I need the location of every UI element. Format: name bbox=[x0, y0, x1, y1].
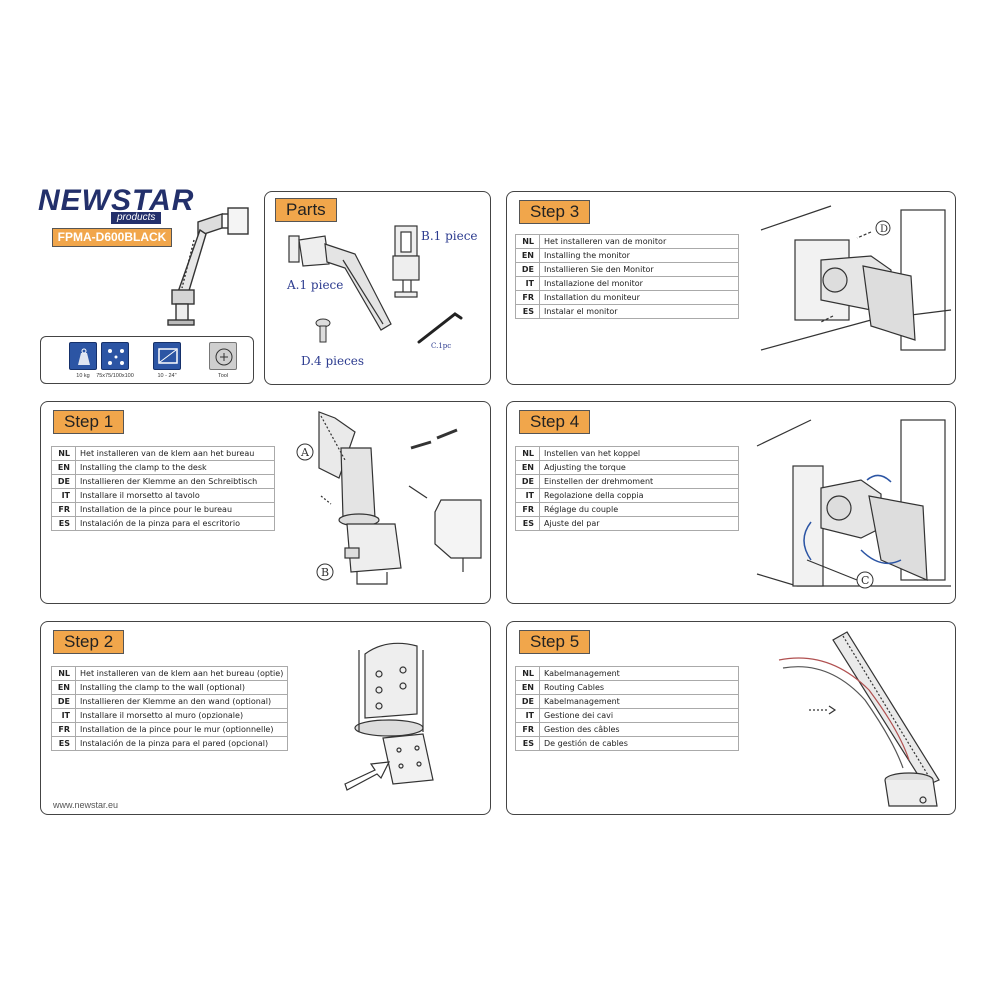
step-5-title: Step 5 bbox=[519, 630, 591, 654]
step-4-illustration: C bbox=[756, 419, 951, 589]
part-d-illustration bbox=[315, 318, 331, 343]
screen-size-icon bbox=[153, 342, 181, 370]
weight-icon bbox=[69, 342, 97, 370]
product-arm-illustration bbox=[167, 207, 249, 326]
part-b-illustration bbox=[392, 225, 420, 298]
part-a-label: A.1 piece bbox=[287, 278, 344, 292]
newstar-logo: NEWSTAR products bbox=[38, 184, 195, 224]
spec-label-tool: Tool bbox=[217, 373, 229, 379]
part-c-illustration bbox=[417, 312, 463, 344]
step-2-title: Step 2 bbox=[53, 630, 125, 654]
step-1-callout-a: A bbox=[300, 446, 310, 459]
logo-wordmark: NEWSTAR bbox=[38, 184, 195, 217]
screwdriver-icon bbox=[209, 342, 237, 370]
step-2-illustration bbox=[344, 642, 434, 791]
logo-subtitle: products bbox=[111, 212, 162, 224]
step-3-title: Step 3 bbox=[519, 200, 591, 224]
part-a-illustration bbox=[288, 235, 392, 331]
parts-panel: Parts A.1 piece B.1 piece C.1pc D.4 piec… bbox=[264, 191, 491, 385]
part-b-label: B.1 piece bbox=[421, 229, 478, 243]
spec-label-screen-size: 10 - 24" bbox=[157, 373, 177, 379]
model-number-tab: FPMA-D600BLACK bbox=[52, 228, 172, 247]
step-1-callout-b: B bbox=[321, 566, 329, 579]
step-3-callout-d: D bbox=[880, 224, 888, 235]
vesa-pattern-icon bbox=[101, 342, 129, 370]
step-5-illustration bbox=[778, 631, 940, 807]
spec-label-vesa: 75x75/100x100 bbox=[96, 373, 134, 379]
parts-title: Parts bbox=[275, 198, 337, 222]
step-4-callout-c: C bbox=[861, 574, 869, 587]
step-4-title: Step 4 bbox=[519, 410, 591, 434]
part-d-label: D.4 pieces bbox=[301, 354, 365, 368]
website-url: www.newstar.eu bbox=[53, 800, 119, 810]
step-1-illustration: A B bbox=[296, 411, 482, 585]
spec-label-weight: 10 kg bbox=[76, 373, 90, 379]
step-3-illustration: D bbox=[760, 205, 952, 351]
spec-bar: 10 kg 75x75/100x100 10 - 24" Tool bbox=[40, 336, 254, 384]
step-1-title: Step 1 bbox=[53, 410, 125, 434]
part-c-label: C.1pc bbox=[431, 342, 452, 350]
